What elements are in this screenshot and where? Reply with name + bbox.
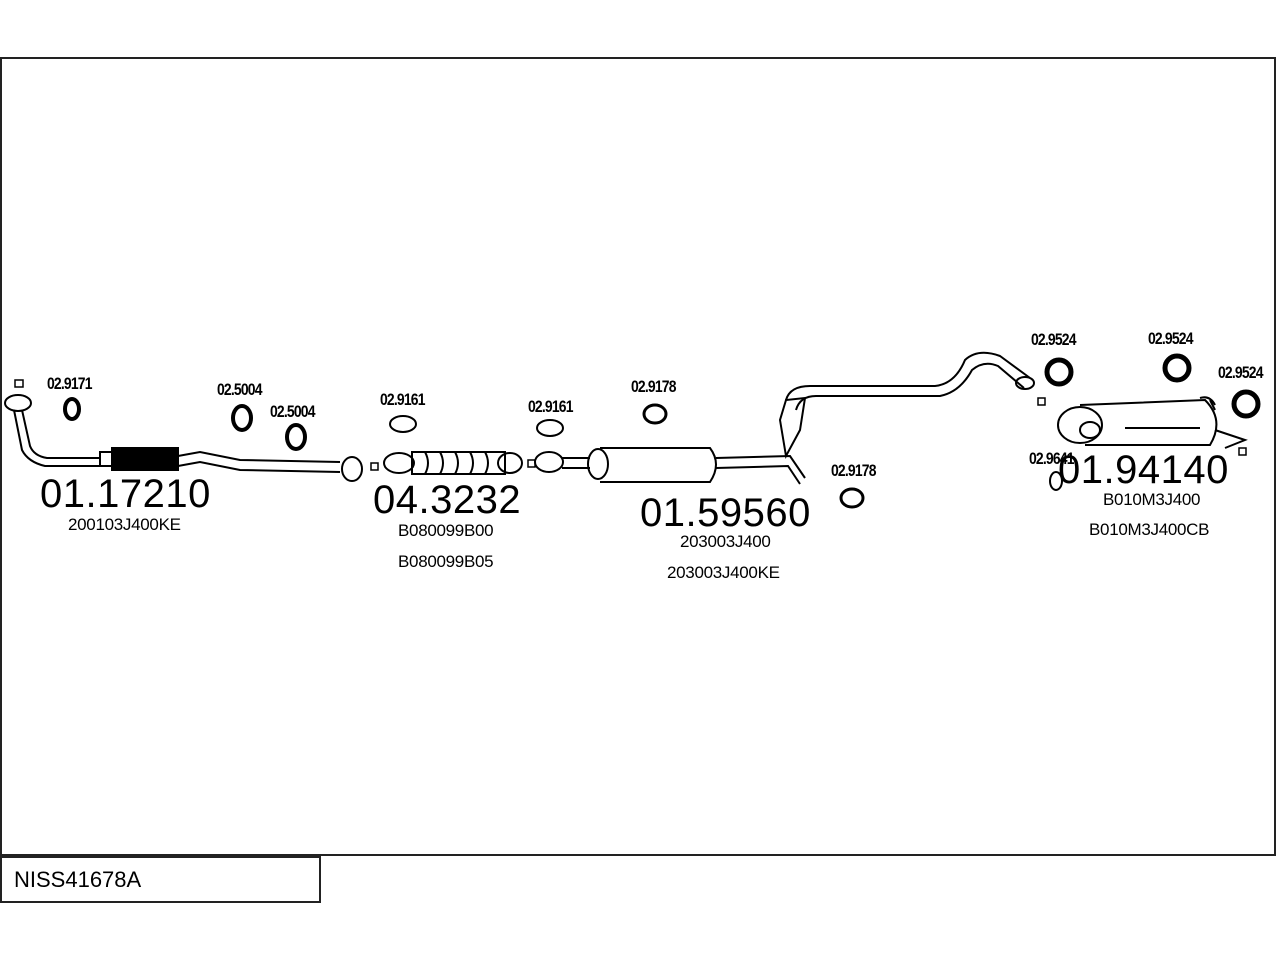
accessory-label: 02.9524: [1031, 330, 1076, 349]
oem-number-centre-silencer-1: 203003J400: [680, 532, 771, 551]
accessory-label: 02.9171: [47, 374, 92, 393]
accessory-label: 02.9641: [1029, 449, 1074, 468]
oem-number-rear-silencer-2: B010M3J400CB: [1089, 520, 1210, 539]
oem-number-front-pipe: 200103J400KE: [68, 515, 181, 534]
oem-number-rear-silencer-1: B010M3J400: [1103, 490, 1201, 509]
front-pipe-drawing: [4, 379, 379, 482]
accessory-label: 02.5004: [270, 402, 315, 421]
oem-number-centre-silencer-2: 203003J400KE: [667, 563, 780, 582]
accessory-label: 02.9178: [631, 377, 676, 396]
oem-number-catalyst-1: B080099B00: [398, 521, 494, 540]
accessory-label: 02.9161: [380, 390, 425, 409]
oem-number-catalyst-2: B080099B05: [398, 552, 494, 571]
part-number-front-pipe: 01.17210: [40, 472, 211, 516]
diagram-code-label: NISS41678A: [0, 856, 321, 903]
part-number-catalyst: 04.3232: [373, 478, 522, 522]
accessory-label: 02.9524: [1218, 363, 1263, 382]
accessory-label: 02.9178: [831, 461, 876, 480]
catalyst-drawing: [383, 451, 536, 475]
accessory-label: 02.5004: [217, 380, 262, 399]
rear-silencer-drawing: [1037, 396, 1248, 456]
part-number-rear-silencer: 01.94140: [1058, 448, 1229, 492]
accessory-label: 02.9161: [528, 397, 573, 416]
diagram-frame: [0, 57, 1276, 856]
part-number-centre-silencer: 01.59560: [640, 491, 811, 535]
mounting-rubbers-drawing: [63, 353, 1261, 509]
accessory-label: 02.9524: [1148, 329, 1193, 348]
centre-silencer-drawing: [534, 351, 1035, 485]
